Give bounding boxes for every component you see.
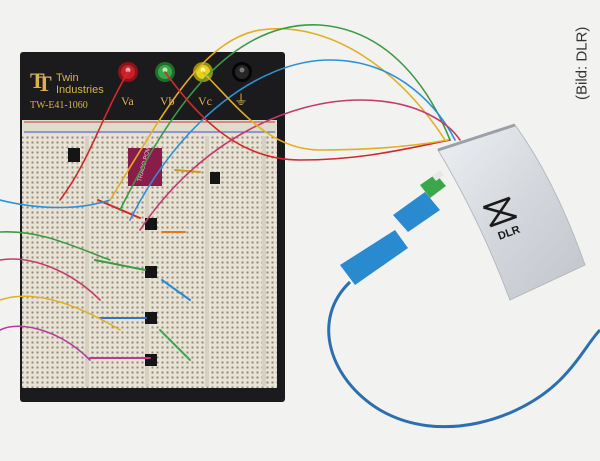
fiber-cable — [327, 280, 600, 429]
post-label-va: Va — [121, 94, 134, 108]
ic-chip — [210, 172, 220, 184]
brand-line-1: Twin — [56, 72, 79, 84]
model-label: TW-E41-1060 — [30, 100, 88, 111]
power-module: TRACO POWER — [128, 137, 162, 186]
svg-text:T: T — [30, 68, 45, 93]
binding-post-black — [232, 62, 252, 82]
ic-chip — [68, 148, 80, 162]
post-label-vb: Vb — [160, 94, 175, 108]
svg-text:T: T — [37, 71, 52, 96]
power-rail-top — [22, 120, 277, 134]
jumper-wires — [89, 169, 201, 361]
ic-chip — [145, 354, 157, 366]
image-credit: (Bild: DLR) — [573, 26, 591, 100]
brand-logo: T T — [30, 68, 52, 96]
ic-chip — [145, 312, 157, 324]
fiber-connector — [340, 170, 446, 285]
ic-chip — [145, 218, 157, 230]
connection-wires — [0, 24, 461, 361]
post-label-vc: Vc — [198, 94, 212, 108]
brand-line-2: Industries — [56, 84, 104, 96]
ic-chip — [145, 266, 157, 278]
ground-icon: ⏚ — [234, 93, 248, 109]
sensor-pouch: DLR — [437, 123, 586, 301]
